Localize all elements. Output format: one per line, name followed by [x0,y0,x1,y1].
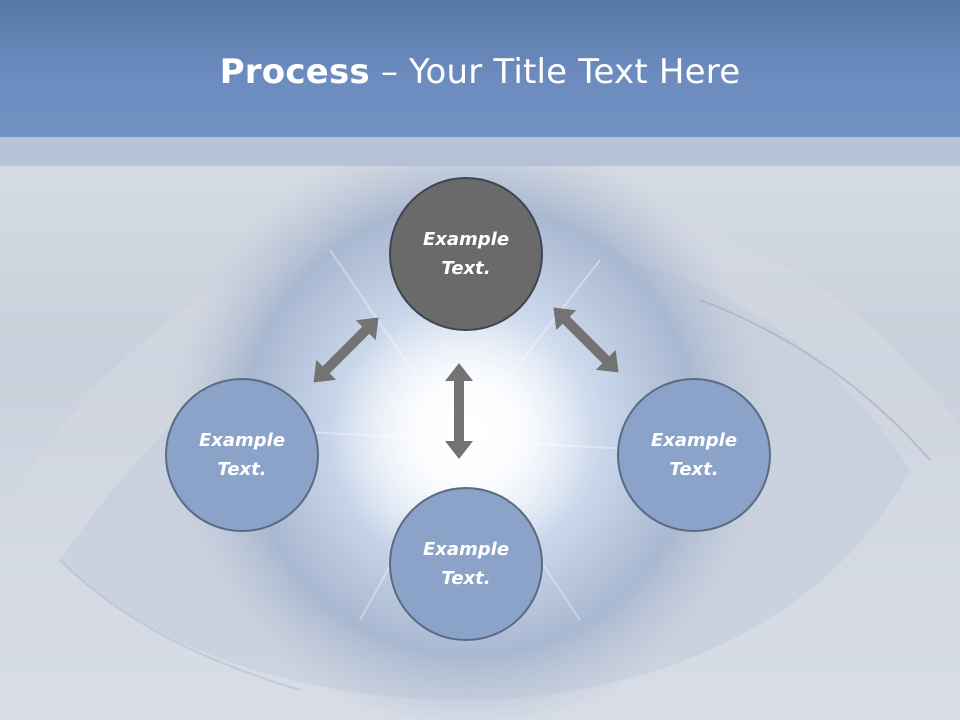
double-arrow-top-right [553,307,619,373]
slide-title: Process – Your Title Text Here [0,52,960,92]
process-node-left: Example Text. [165,378,319,532]
double-arrow-top-left [313,317,379,383]
header-bar [0,0,960,137]
process-node-bottom: Example Text. [389,487,543,641]
title-bold: Process [219,52,370,92]
process-node-right-label: Example Text. [650,430,738,480]
process-node-left-label: Example Text. [198,430,286,480]
process-node-top: Example Text. [389,177,543,331]
header-strip [0,137,960,166]
title-rest: – Your Title Text Here [369,52,741,92]
process-node-right: Example Text. [617,378,771,532]
double-arrow-vertical [445,363,473,459]
process-node-bottom-label: Example Text. [422,539,510,589]
process-node-top-label: Example Text. [422,229,510,279]
